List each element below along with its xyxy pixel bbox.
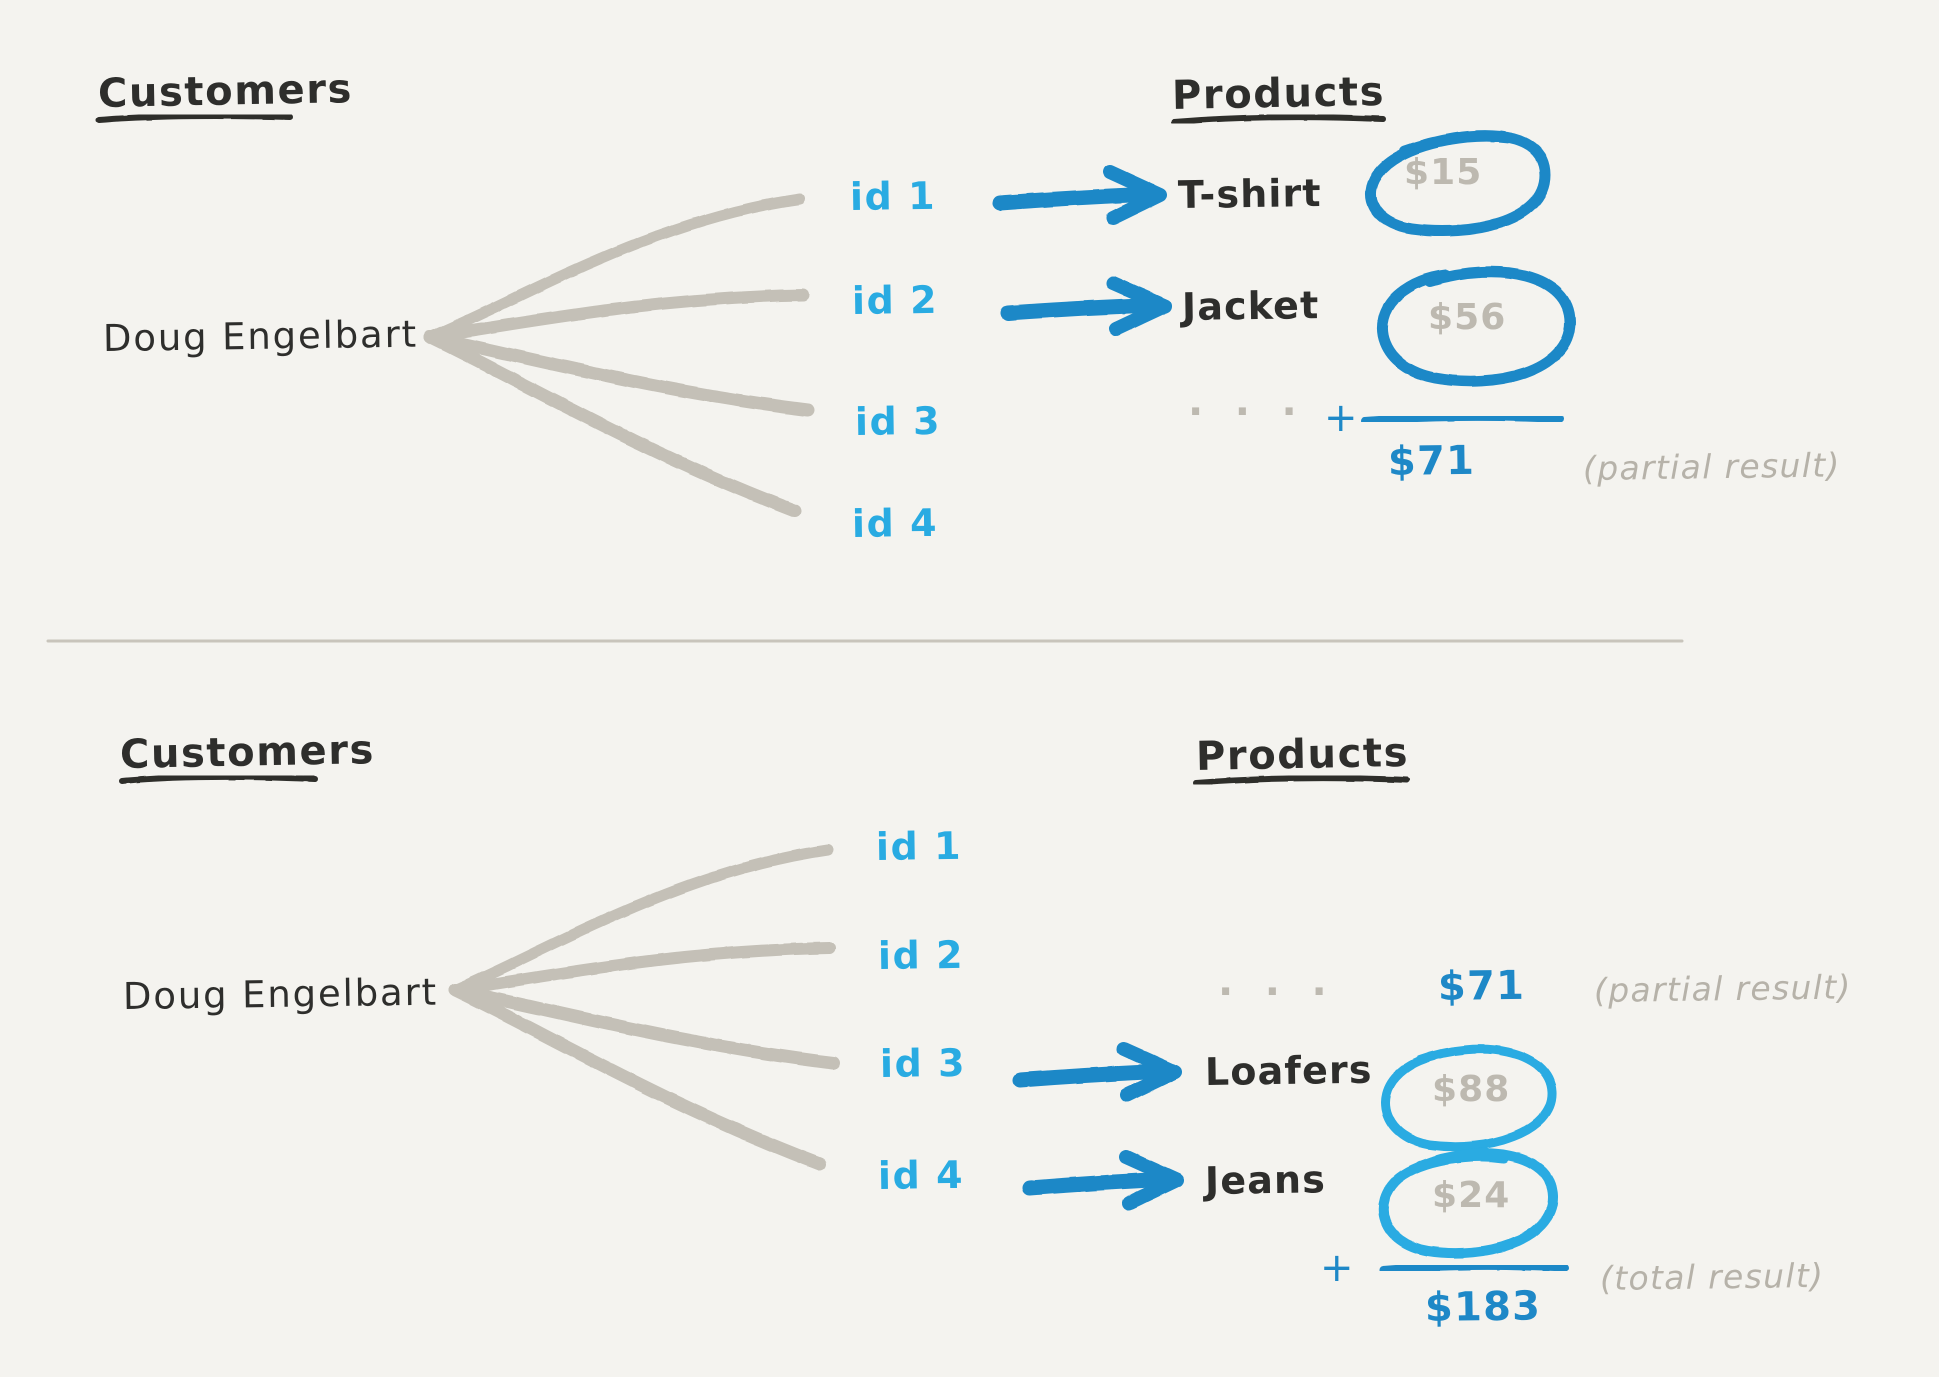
ellipsis-bottom: · · · bbox=[1218, 969, 1336, 1015]
product-label-top-1[interactable]: T-shirt bbox=[1177, 170, 1322, 217]
id-label-bottom-4[interactable]: id 4 bbox=[877, 1152, 965, 1198]
price-label-bottom-4: $24 bbox=[1432, 1175, 1511, 1216]
price-label-bottom-3: $88 bbox=[1432, 1069, 1511, 1110]
product-label-top-2[interactable]: Jacket bbox=[1181, 283, 1320, 329]
id-label-top-3[interactable]: id 3 bbox=[854, 398, 942, 444]
plus-sign-top: + bbox=[1324, 395, 1359, 441]
fan-line-top-2 bbox=[424, 289, 809, 343]
customer-name-bottom: Doug Engelbart bbox=[122, 970, 439, 1018]
carry-note-bottom: (partial result) bbox=[1593, 967, 1852, 1010]
sum-rule-bottom bbox=[1379, 1261, 1569, 1274]
fan-line-bottom-1 bbox=[449, 844, 834, 996]
fan-line-top-3 bbox=[423, 330, 815, 417]
id-label-bottom-3[interactable]: id 3 bbox=[879, 1040, 967, 1086]
sum-rule-top bbox=[1361, 412, 1564, 425]
fan-line-bottom-4 bbox=[448, 983, 827, 1171]
customers-header-bottom: Customers bbox=[119, 727, 376, 778]
products-header-top: Products bbox=[1171, 68, 1386, 119]
fan-line-bottom-2 bbox=[449, 942, 836, 996]
product-label-bottom-4[interactable]: Jeans bbox=[1204, 1157, 1327, 1203]
arrow-head-bottom-4 bbox=[1119, 1150, 1184, 1210]
sum-note-top: (partial result) bbox=[1582, 445, 1841, 488]
customers-underline-bottom bbox=[119, 773, 318, 784]
arrow-head-bottom-3 bbox=[1117, 1042, 1182, 1102]
id-label-top-4[interactable]: id 4 bbox=[851, 500, 939, 546]
arrow-head-top-2 bbox=[1106, 276, 1172, 336]
sum-value-top: $71 bbox=[1387, 437, 1476, 485]
customer-name-top: Doug Engelbart bbox=[102, 312, 419, 360]
id-label-bottom-2[interactable]: id 2 bbox=[877, 932, 965, 978]
arrow-shaft-bottom-3 bbox=[1012, 1063, 1178, 1088]
sum-note-bottom: (total result) bbox=[1599, 1255, 1825, 1298]
price-label-top-1: $15 bbox=[1404, 152, 1483, 193]
product-label-bottom-3[interactable]: Loafers bbox=[1204, 1047, 1373, 1094]
carry-value-bottom: $71 bbox=[1437, 962, 1526, 1010]
products-header-bottom: Products bbox=[1195, 729, 1410, 780]
sum-value-bottom: $183 bbox=[1424, 1283, 1542, 1331]
arrow-shaft-top-2 bbox=[1000, 297, 1168, 321]
id-label-bottom-1[interactable]: id 1 bbox=[875, 823, 963, 869]
arrow-shaft-bottom-4 bbox=[1022, 1171, 1180, 1196]
fan-line-top-4 bbox=[423, 330, 802, 518]
plus-sign-bottom: + bbox=[1320, 1245, 1355, 1291]
customers-underline-top bbox=[96, 113, 293, 123]
arrow-head-top-1 bbox=[1103, 165, 1167, 225]
customers-header-top: Customers bbox=[97, 66, 354, 117]
fan-line-bottom-3 bbox=[448, 983, 840, 1070]
fan-line-top-1 bbox=[424, 193, 806, 343]
arrow-shaft-top-1 bbox=[992, 186, 1163, 211]
ellipsis-top: · · · bbox=[1188, 389, 1306, 435]
id-label-top-1[interactable]: id 1 bbox=[849, 173, 937, 219]
price-label-top-2: $56 bbox=[1428, 297, 1507, 338]
id-label-top-2[interactable]: id 2 bbox=[851, 277, 939, 323]
